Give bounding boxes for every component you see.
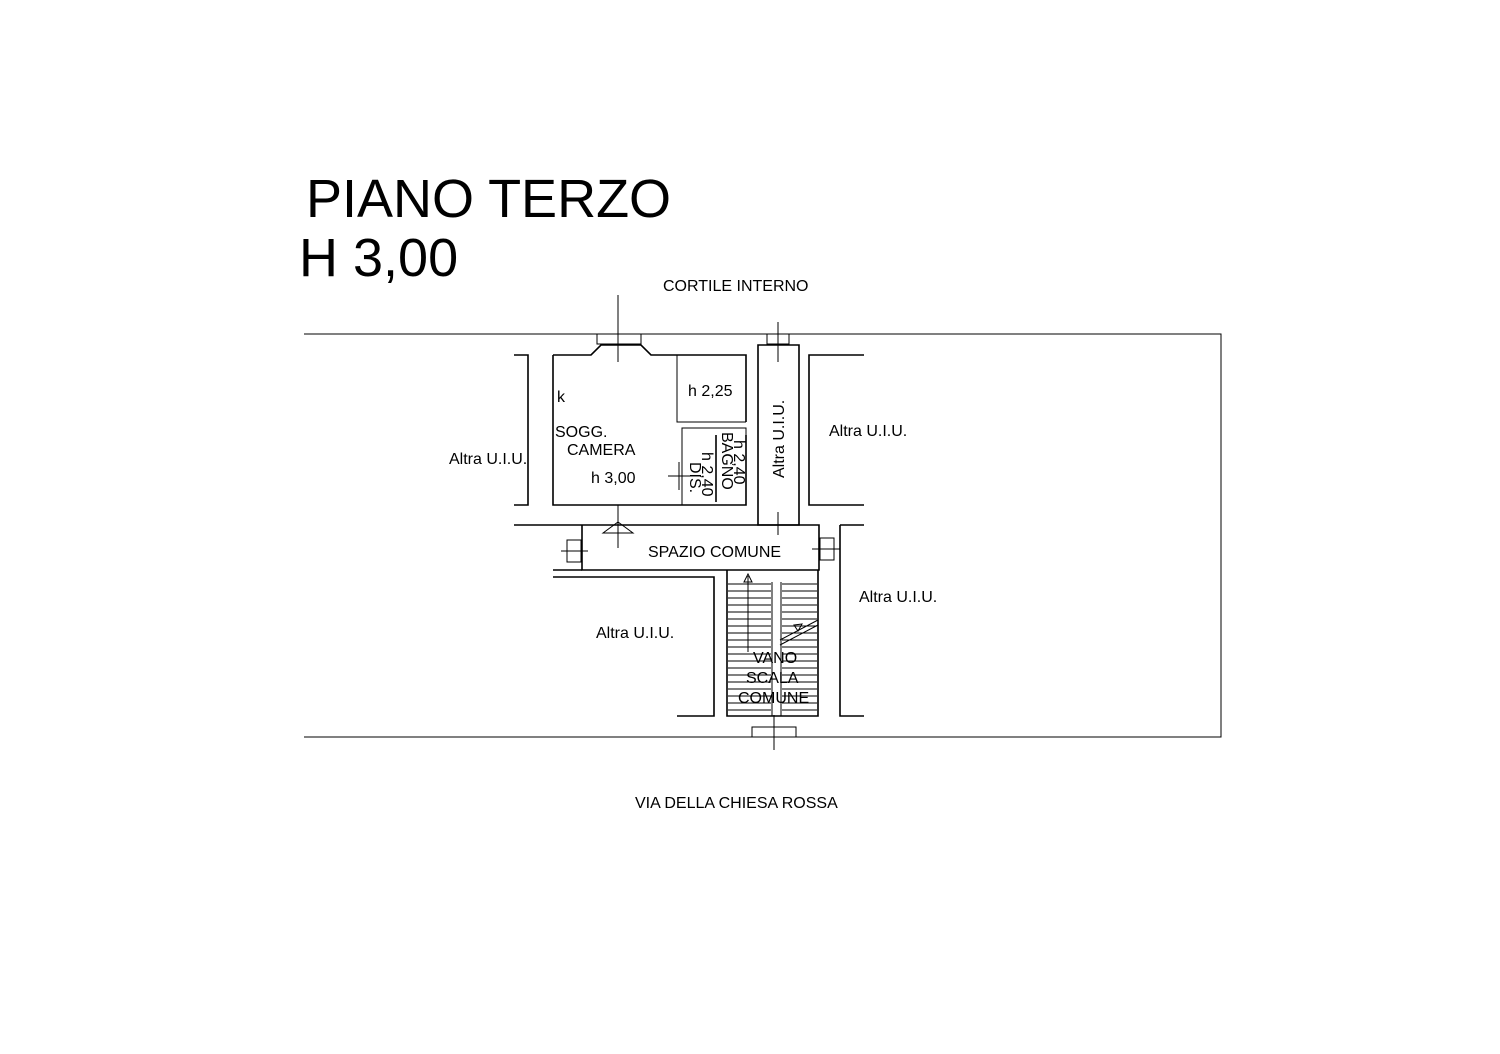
room-sogg-height: h 3,00: [591, 470, 636, 487]
stair-label-2: SCALA: [746, 670, 799, 687]
northeast-unit-label: Altra U.I.U.: [829, 423, 907, 440]
bottom-label: VIA DELLA CHIESA ROSSA: [635, 795, 838, 812]
common-corridor: [542, 524, 841, 571]
dis-height: h 2,40: [698, 452, 715, 497]
common-space-label: SPAZIO COMUNE: [648, 544, 781, 561]
top-label: CORTILE INTERNO: [663, 278, 809, 295]
floor-title: PIANO TERZO: [306, 169, 671, 229]
bagno-label: BAGNO: [718, 432, 735, 490]
loft-height: h 2,25: [688, 383, 733, 400]
west-unit-walls: [514, 354, 542, 526]
kitchen-mark: k: [557, 389, 566, 406]
southwest-unit-label: Altra U.I.U.: [596, 625, 674, 642]
shaft-label: Altra U.I.U.: [771, 400, 788, 478]
northeast-unit-walls: [808, 354, 864, 526]
apartment-walls: [552, 295, 747, 548]
stair-label-3: COMUNE: [738, 690, 809, 707]
southeast-unit-label: Altra U.I.U.: [859, 589, 937, 606]
stair-treads: [728, 583, 817, 711]
room-camera-label: CAMERA: [567, 442, 636, 459]
room-sogg-label: SOGG.: [555, 424, 607, 441]
stair-well: [726, 570, 819, 750]
dis-label: DIS.: [686, 462, 703, 493]
bagno-height: h 2,40: [730, 440, 747, 485]
southeast-unit-walls: [839, 570, 864, 717]
floor-height: H 3,00: [299, 228, 458, 288]
southwest-unit-walls: [553, 576, 715, 717]
west-unit-label: Altra U.I.U.: [449, 451, 527, 468]
stair-label-1: VANO: [753, 650, 797, 667]
